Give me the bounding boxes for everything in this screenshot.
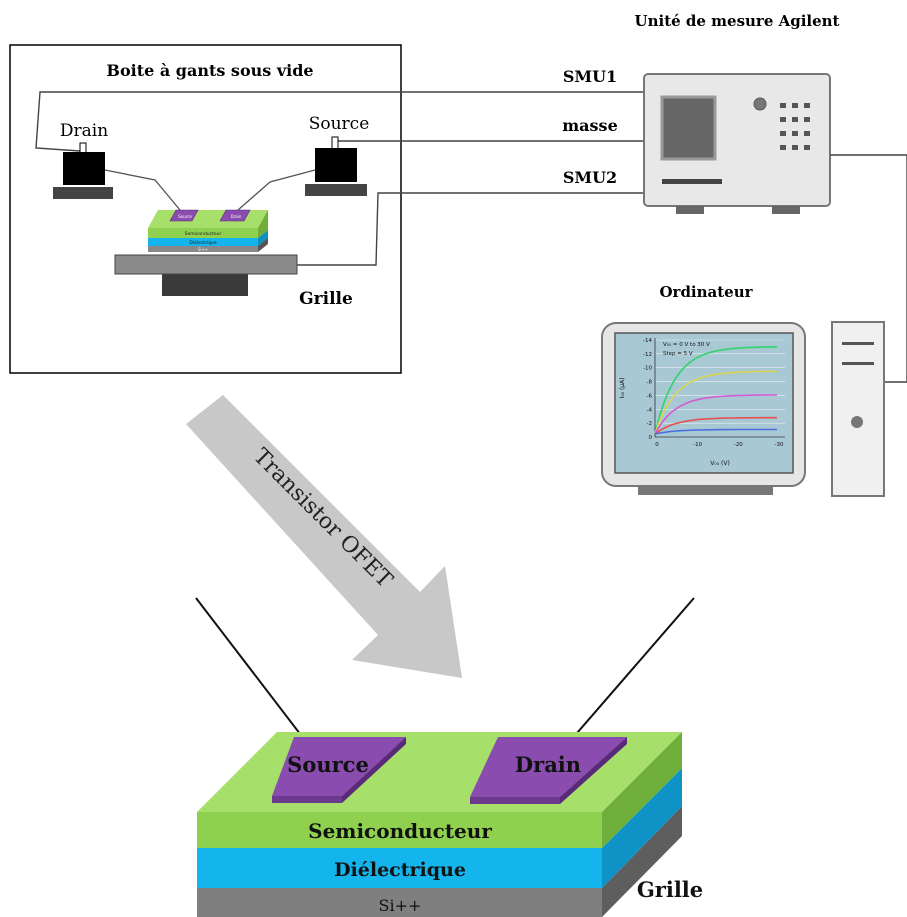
plot-curve (654, 416, 777, 435)
computer-cable (830, 154, 907, 383)
plot-y-tick: -12 (643, 352, 652, 358)
source-tip (237, 169, 316, 211)
arrow-shape (186, 395, 462, 678)
pc-tower (831, 321, 885, 497)
transistor-arrow: Transistor OFET (186, 395, 462, 678)
instrument-foot-left (676, 206, 704, 214)
plot-curve (654, 370, 777, 435)
plot-y-tick: -10 (643, 366, 652, 372)
drain-label: Drain (515, 752, 581, 777)
substrate-label: Si++ (379, 896, 422, 915)
chuck-plate (114, 254, 298, 275)
mini-dielectric-label: Diélectrique (189, 239, 217, 246)
probe-tips (104, 169, 316, 211)
substrate-side (602, 806, 682, 917)
smu1-wire (35, 91, 645, 152)
mini-si-label: Si++ (198, 247, 208, 252)
monitor-screen (614, 332, 794, 474)
plot-legend-line1: V₀₅ = 0 V to 30 V (663, 342, 710, 348)
pc-drive-2 (842, 362, 874, 365)
iv-plot: -14-12-10-8-6-4-200-10-20-30 V₀₅ = 0 V t… (619, 338, 785, 467)
pc-power-button (851, 416, 863, 428)
computer: Ordinateur -14-12-10-8-6-4-200-10-20-30 … (601, 283, 885, 497)
plot-y-tick: -6 (647, 393, 653, 399)
source-probe: Source (305, 114, 369, 196)
pc-drive-1 (842, 342, 874, 345)
mini-semiconductor-label: Semiconducteur (185, 231, 222, 237)
mini-device: Source Drain Semiconducteur Diélectrique… (114, 209, 298, 296)
smu1-label: SMU1 (563, 67, 617, 86)
plot-x-tick: -10 (693, 442, 702, 448)
plot-x-tick: -20 (734, 442, 743, 448)
source-label: Source (287, 752, 369, 777)
mini-source-label: Source (178, 214, 192, 219)
plot-curve (654, 346, 777, 435)
plot-legend-line2: Step = 5 V (663, 351, 693, 357)
semiconductor-side (602, 732, 682, 848)
plot-y-tick: 0 (649, 435, 653, 441)
drain-electrode: Drain (470, 737, 627, 804)
masse-label: masse (562, 116, 618, 135)
monitor-stand (638, 485, 773, 495)
glovebox: Boite à gants sous vide (9, 44, 402, 374)
instrument-slot (662, 179, 722, 184)
semiconductor-label: Semiconducteur (308, 819, 492, 843)
smu2-label: SMU2 (563, 168, 617, 187)
grille-label: Grille (637, 877, 703, 902)
plot-ylabel: I₀₅ (µA) (619, 377, 626, 398)
substrate-layer (197, 888, 602, 917)
source-electrode: Source (272, 737, 406, 803)
instrument-screen (660, 95, 717, 161)
plot-x-tick: -30 (775, 442, 784, 448)
glovebox-title: Boite à gants sous vide (106, 61, 313, 80)
semiconductor-layer (197, 812, 602, 848)
ofet-device: Si++ Diélectrique Semiconducteur Source … (195, 597, 703, 917)
dielectric-layer (197, 848, 602, 888)
grille-probe-label: Grille (299, 289, 353, 309)
instrument-foot-right (772, 206, 800, 214)
plot-y-tick: -8 (647, 380, 653, 386)
drain-probe-label: Drain (60, 121, 108, 141)
plot-xlabel: V₀₅ (V) (710, 460, 730, 467)
dielectric-side (602, 768, 682, 888)
plot-y-tick: -4 (647, 407, 653, 413)
dielectric-label: Diélectrique (334, 859, 466, 881)
plot-curve (654, 428, 777, 435)
computer-title: Ordinateur (659, 283, 753, 301)
plot-x-tick: 0 (655, 442, 659, 448)
smu2-wire (297, 192, 645, 266)
drain-tip (104, 169, 181, 211)
instrument-title: Unité de mesure Agilent (635, 12, 840, 30)
plot-curve (654, 394, 777, 435)
agilent-instrument: Unité de mesure Agilent SMU1 masse SMU2 (562, 12, 840, 214)
drain-probe: Drain (53, 121, 113, 199)
plot-y-tick: -14 (643, 338, 652, 344)
instrument-keypad (780, 103, 810, 150)
source-probe-label: Source (309, 114, 370, 134)
instrument-wires (35, 91, 645, 266)
glovebox-frame (9, 44, 402, 374)
plot-y-tick: -2 (647, 421, 652, 427)
instrument-knob (753, 97, 767, 111)
mini-drain-label: Drain (231, 214, 242, 219)
